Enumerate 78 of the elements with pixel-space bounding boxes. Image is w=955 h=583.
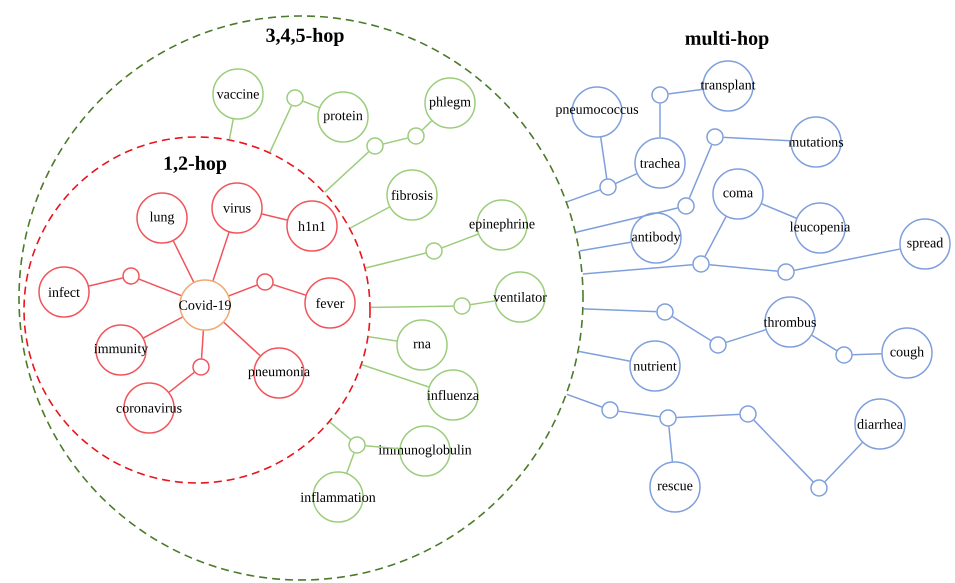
connector bbox=[138, 278, 182, 296]
connector bbox=[422, 120, 432, 130]
joint-circle bbox=[709, 336, 727, 354]
joint-circle bbox=[692, 255, 710, 273]
joint-circle bbox=[348, 436, 366, 454]
connector bbox=[172, 240, 194, 282]
connector bbox=[580, 242, 631, 252]
connector bbox=[370, 305, 454, 308]
connector bbox=[324, 151, 370, 193]
connector bbox=[302, 100, 320, 108]
joint-circle bbox=[659, 409, 677, 427]
connector bbox=[704, 216, 727, 257]
connector bbox=[824, 442, 863, 482]
joint-circle bbox=[366, 137, 384, 155]
joint-circle bbox=[706, 128, 724, 146]
group-title: multi-hop bbox=[685, 30, 768, 50]
joint-circle bbox=[192, 358, 210, 376]
joint-circle bbox=[425, 242, 443, 260]
joint-circle bbox=[122, 267, 140, 285]
connector bbox=[368, 336, 397, 342]
connector bbox=[672, 316, 711, 341]
joint-circle bbox=[835, 346, 853, 364]
connector bbox=[576, 207, 678, 233]
connector bbox=[794, 248, 900, 271]
connector bbox=[228, 119, 234, 140]
connector bbox=[578, 350, 630, 362]
connector bbox=[762, 203, 796, 219]
connector bbox=[600, 137, 608, 178]
joint-circle bbox=[256, 273, 274, 291]
connector bbox=[366, 445, 400, 450]
joint-circle bbox=[407, 127, 425, 145]
connector bbox=[852, 353, 882, 356]
connector bbox=[710, 264, 778, 272]
connector bbox=[350, 206, 390, 229]
connector bbox=[659, 104, 661, 138]
connector bbox=[329, 422, 351, 440]
connector bbox=[273, 284, 306, 296]
joint-circle bbox=[777, 263, 795, 281]
joint-circle bbox=[677, 197, 695, 215]
connector bbox=[676, 414, 740, 418]
connector bbox=[688, 144, 712, 198]
connector bbox=[470, 300, 495, 306]
joint-circle bbox=[810, 479, 828, 497]
connector bbox=[582, 264, 692, 275]
connector bbox=[618, 410, 660, 418]
connector bbox=[346, 452, 355, 474]
connector bbox=[200, 330, 204, 358]
connector bbox=[143, 316, 183, 338]
connector bbox=[88, 277, 123, 287]
connector bbox=[223, 322, 261, 356]
connector bbox=[566, 189, 600, 203]
region-title: 3,4,5-hop bbox=[266, 28, 344, 46]
joint-circle bbox=[453, 297, 471, 315]
connector bbox=[668, 426, 674, 462]
connector bbox=[365, 252, 426, 269]
connector bbox=[616, 173, 637, 184]
connector bbox=[383, 137, 408, 145]
region-title: 1,2-hop bbox=[164, 156, 226, 174]
connector bbox=[724, 136, 790, 142]
joint-circle bbox=[651, 86, 669, 104]
connector bbox=[668, 88, 703, 95]
connector bbox=[362, 364, 429, 388]
joint-circle bbox=[286, 89, 304, 107]
joint-circle bbox=[739, 405, 757, 423]
connector bbox=[754, 420, 814, 482]
connector bbox=[812, 334, 837, 352]
connector bbox=[566, 394, 602, 408]
connector bbox=[442, 233, 478, 249]
connector bbox=[168, 372, 195, 393]
connector bbox=[212, 232, 230, 281]
joint-circle bbox=[656, 303, 674, 321]
joint-circle bbox=[601, 401, 619, 419]
joint-circle bbox=[599, 178, 617, 196]
connector bbox=[228, 284, 258, 296]
connector bbox=[262, 213, 288, 221]
connector bbox=[726, 329, 766, 344]
connector bbox=[269, 106, 292, 153]
connector bbox=[584, 308, 656, 312]
